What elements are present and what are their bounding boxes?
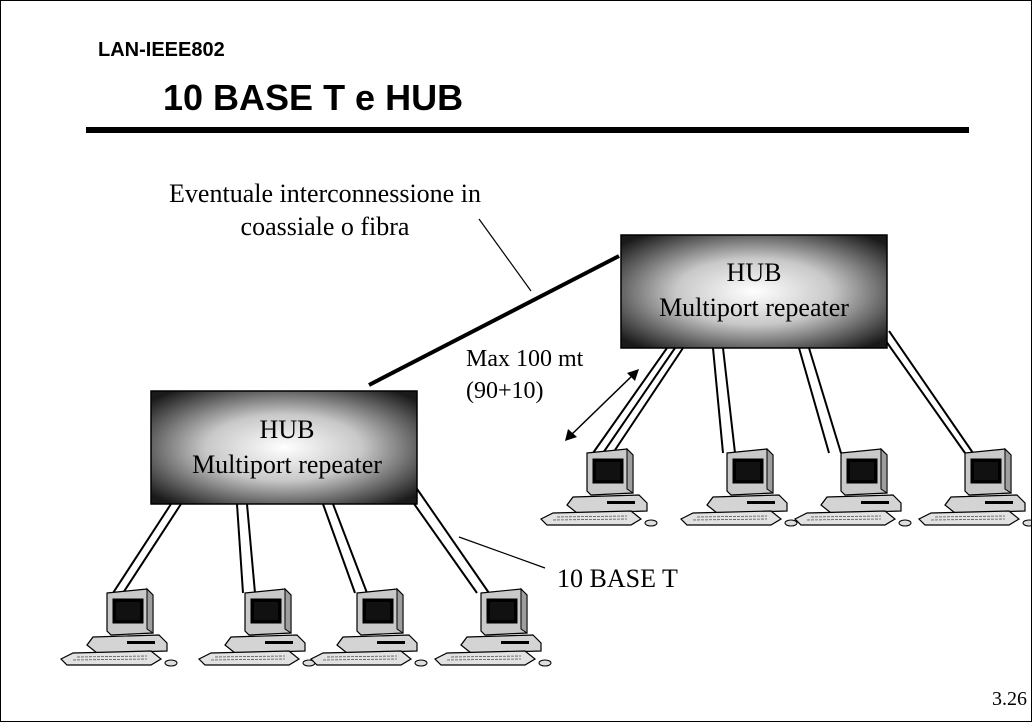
distance-arrow bbox=[565, 369, 639, 441]
hub-right bbox=[620, 234, 888, 349]
interconnect-label-line2: coassiale o fibra bbox=[241, 212, 410, 241]
interconnect-pointer bbox=[478, 218, 532, 292]
hub-right-sublabel: Multiport repeater bbox=[659, 293, 849, 322]
interconnect-label-line1: Eventuale interconnessione in bbox=[169, 179, 481, 208]
hub-left bbox=[150, 390, 418, 505]
computer-icon bbox=[680, 448, 798, 527]
hub-left-label: HUB bbox=[260, 415, 315, 444]
computer-icon bbox=[434, 588, 552, 667]
interconnect-link bbox=[368, 254, 620, 387]
computer-icon bbox=[540, 448, 658, 527]
slide-title: 10 BASE T e HUB bbox=[163, 77, 464, 118]
page-number: 3.26 bbox=[992, 688, 1027, 710]
distance-label-line1: Max 100 mt bbox=[466, 346, 584, 372]
cable-pointer bbox=[458, 536, 546, 569]
title-underline bbox=[86, 127, 969, 133]
hub-left-sublabel: Multiport repeater bbox=[192, 450, 382, 479]
computer-icon bbox=[310, 588, 428, 667]
right-hub-cables bbox=[592, 330, 974, 454]
cable-label: 10 BASE T bbox=[557, 564, 678, 593]
computer-icon bbox=[198, 588, 316, 667]
slide-subtitle: LAN-IEEE802 bbox=[98, 39, 225, 61]
distance-label-line2: (90+10) bbox=[466, 378, 544, 404]
computer-icon bbox=[794, 448, 912, 527]
computer-icon bbox=[60, 588, 178, 667]
left-hub-cables bbox=[112, 485, 490, 594]
hub-right-label: HUB bbox=[727, 258, 782, 287]
computer-icon bbox=[918, 448, 1031, 527]
